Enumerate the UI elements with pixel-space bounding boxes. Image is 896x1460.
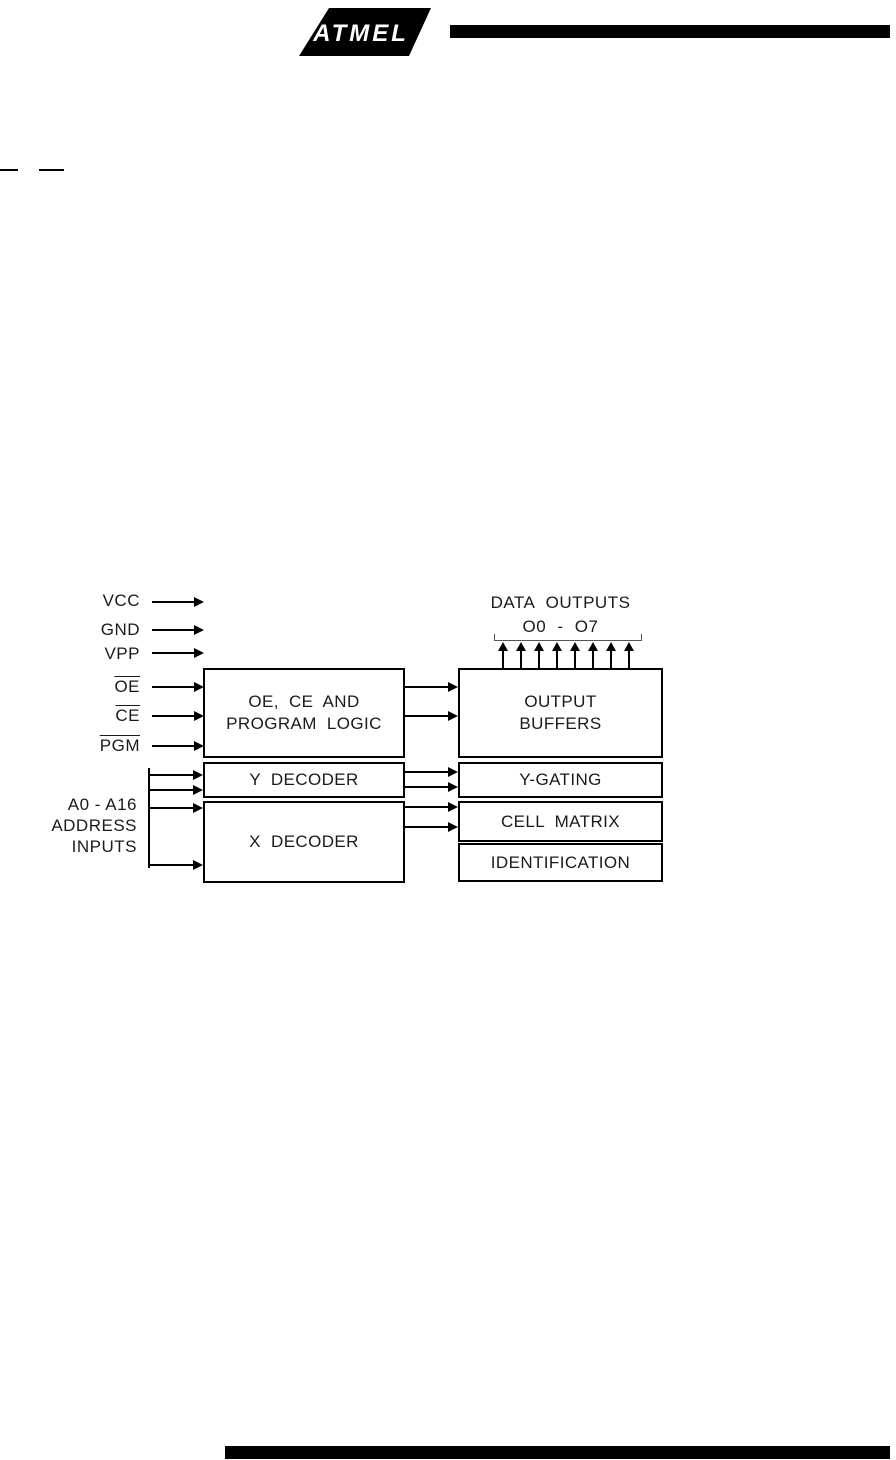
- arrow-right-icon: [405, 767, 458, 777]
- arrow-right-icon: [152, 741, 204, 751]
- stray-overline-mark: [39, 169, 64, 171]
- identification-label: IDENTIFICATION: [490, 852, 631, 872]
- vcc-label: VCC: [102, 591, 140, 610]
- arrow-right-icon: [405, 782, 458, 792]
- arrow-right-icon: [405, 682, 458, 692]
- arrow-up-icon: [498, 642, 508, 668]
- x-decoder-block: X DECODER: [203, 801, 405, 883]
- arrow-right-icon: [149, 860, 203, 870]
- atmel-logo-text: ATMEL: [312, 20, 409, 47]
- logic-block: OE, CE AND PROGRAM LOGIC: [203, 668, 405, 758]
- outputs-bracket-line: [494, 634, 642, 641]
- x-decoder-label: X DECODER: [249, 832, 359, 851]
- header-rule-bar: [450, 25, 890, 38]
- address-bracket-line: [148, 768, 150, 868]
- arrow-right-icon: [405, 822, 458, 832]
- arrow-up-icon: [570, 642, 580, 668]
- logic-block-label-line1: OE, CE AND: [248, 692, 360, 711]
- arrow-right-icon: [405, 802, 458, 812]
- address-word-label: ADDRESS: [51, 816, 137, 835]
- cell-matrix-label: CELL MATRIX: [501, 811, 620, 831]
- oe-label: OE: [114, 677, 140, 696]
- arrow-up-icon: [534, 642, 544, 668]
- gnd-label: GND: [100, 620, 140, 639]
- arrow-right-icon: [152, 597, 204, 607]
- logic-block-label-line2: PROGRAM LOGIC: [226, 714, 382, 733]
- data-outputs-range-label: O0 - O7: [522, 617, 599, 636]
- footer-rule-bar: [225, 1446, 890, 1459]
- arrow-up-icon: [588, 642, 598, 668]
- atmel-logo: ATMEL: [297, 4, 433, 62]
- stray-overline-mark: [0, 169, 18, 171]
- arrow-up-icon: [606, 642, 616, 668]
- identification-block: IDENTIFICATION: [458, 843, 663, 882]
- arrow-right-icon: [152, 682, 204, 692]
- atmel-logo-icon: ATMEL: [299, 8, 431, 56]
- y-decoder-label: Y DECODER: [249, 770, 359, 789]
- output-buffers-label-line2: BUFFERS: [519, 714, 602, 733]
- address-range-label: A0 - A16: [67, 795, 137, 814]
- ce-label: CE: [115, 706, 140, 725]
- arrow-right-icon: [152, 711, 204, 721]
- arrow-right-icon: [149, 770, 203, 780]
- output-buffers-block: OUTPUT BUFFERS: [458, 668, 663, 758]
- y-gating-block: Y-GATING: [458, 762, 663, 798]
- arrow-up-icon: [516, 642, 526, 668]
- arrow-right-icon: [152, 648, 204, 658]
- arrow-right-icon: [149, 785, 203, 795]
- data-outputs-label: DATA OUTPUTS: [490, 593, 631, 612]
- inputs-word-label: INPUTS: [71, 837, 137, 856]
- output-buffers-label-line1: OUTPUT: [524, 692, 597, 711]
- y-decoder-block: Y DECODER: [203, 762, 405, 798]
- address-inputs-label: A0 - A16 ADDRESS INPUTS: [51, 794, 137, 857]
- arrow-right-icon: [405, 711, 458, 721]
- arrow-right-icon: [152, 625, 204, 635]
- y-gating-label: Y-GATING: [519, 770, 602, 789]
- cell-matrix-block: CELL MATRIX: [458, 801, 663, 842]
- arrow-up-icon: [624, 642, 634, 668]
- arrow-up-icon: [552, 642, 562, 668]
- pgm-label: PGM: [99, 736, 140, 755]
- arrow-right-icon: [149, 803, 203, 813]
- vpp-label: VPP: [104, 644, 140, 663]
